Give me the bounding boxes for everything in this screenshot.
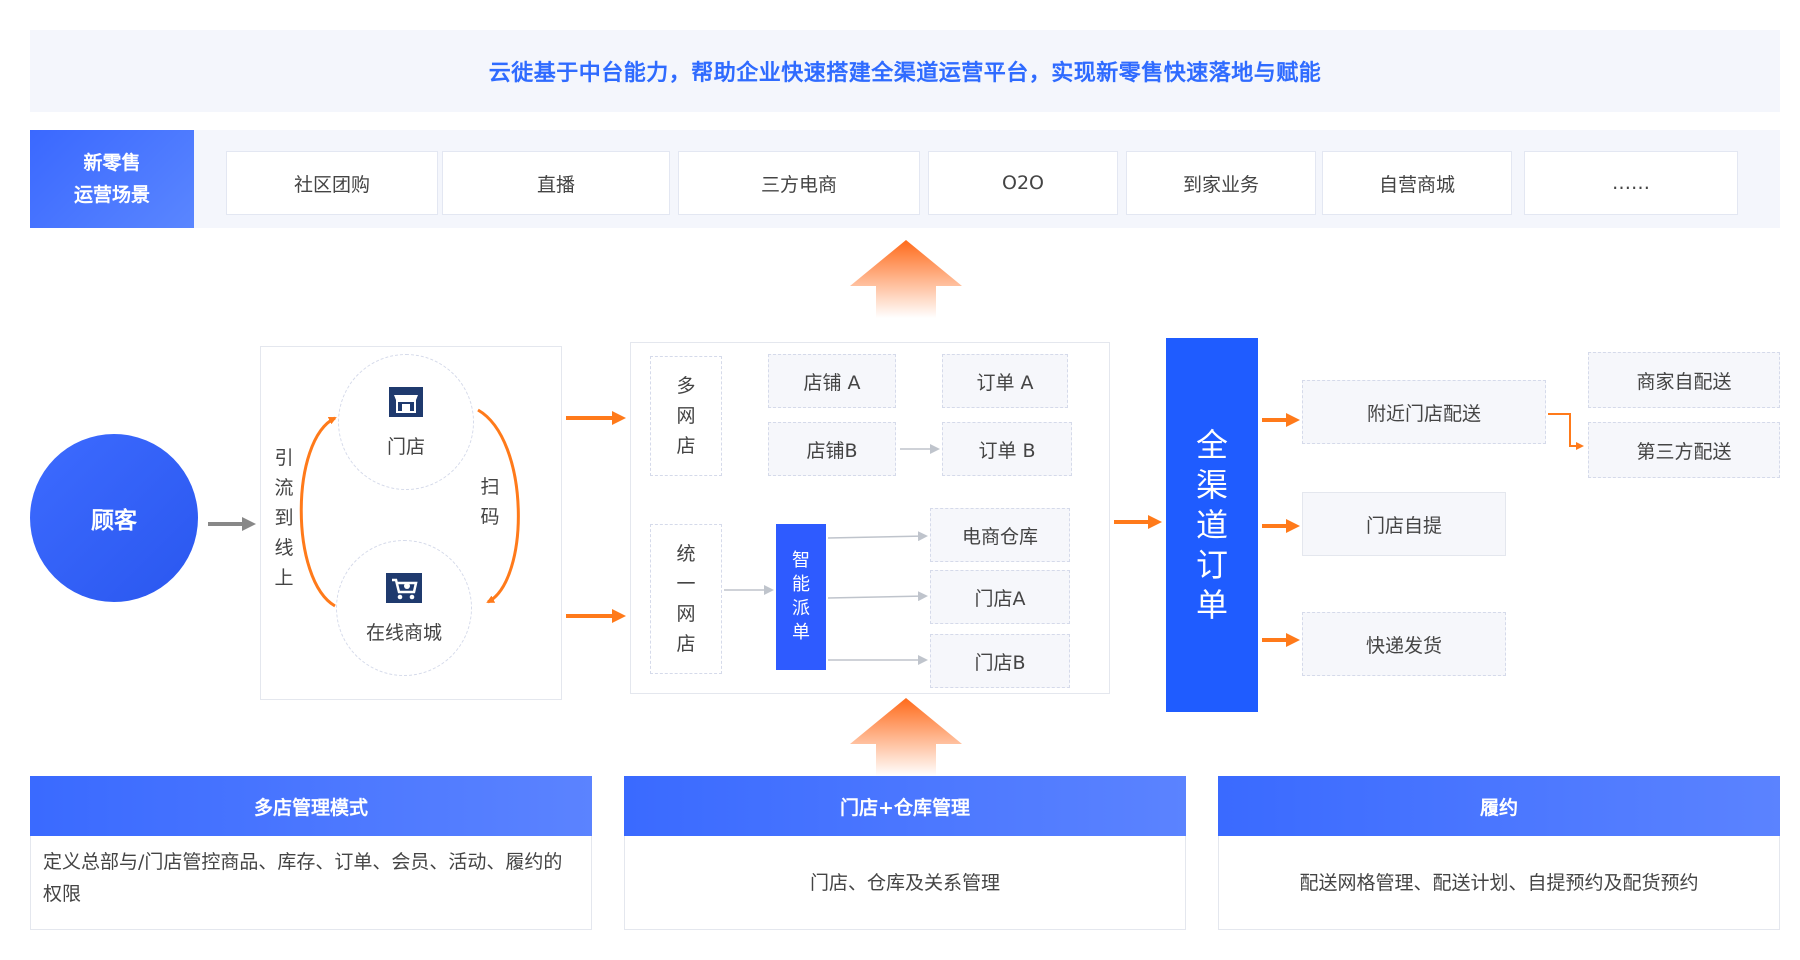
multi-shop-box: 多 网 店 (650, 356, 722, 476)
store-warehouse-desc: 门店、仓库及关系管理 (624, 836, 1186, 930)
scenario-label: 新零售 运营场景 (30, 130, 194, 228)
order-b-node: 订单 B (942, 422, 1072, 476)
unified-char: 统 (676, 543, 696, 565)
order-char: 订 (1195, 546, 1228, 584)
scenario-item: …… (1524, 151, 1738, 215)
nearby-store-delivery-node: 附近门店配送 (1302, 380, 1546, 444)
multi-char: 网 (676, 405, 696, 427)
scan-code-label: 扫 码 (472, 470, 508, 534)
guide-online-arc (299, 416, 337, 608)
up-arrow-top (850, 240, 962, 318)
third-party-delivery-node: 第三方配送 (1588, 422, 1780, 478)
smart-dispatch-node: 智 能 派 单 (776, 524, 826, 670)
order-char: 渠 (1195, 466, 1228, 504)
scenario-item: 三方电商 (678, 151, 920, 215)
guide-char: 上 (274, 567, 294, 589)
order-a-node: 订单 A (942, 354, 1068, 408)
store-pickup-node: 门店自提 (1302, 492, 1506, 556)
dispatch-char: 单 (792, 622, 810, 643)
multi-store-mode-desc: 定义总部与/门店管控商品、库存、订单、会员、活动、履约的权限 (30, 836, 592, 930)
dispatch-to-warehouse-arrow (827, 531, 928, 542)
dispatch-to-store-a-arrow (827, 591, 928, 602)
nearby-to-third-party-arrow (1548, 413, 1584, 450)
multi-char: 多 (676, 375, 696, 397)
store-b-node: 门店B (930, 634, 1070, 688)
order-char: 道 (1195, 506, 1228, 544)
multi-char: 店 (676, 435, 696, 457)
guide-char: 到 (274, 507, 294, 529)
shop-b-node: 店铺B (768, 422, 896, 476)
scan-code-arc (477, 408, 520, 604)
customer-node: 顾客 (30, 434, 198, 602)
storefront-icon (388, 386, 424, 418)
scenario-item: O2O (928, 151, 1118, 215)
online-mall-node: 在线商城 (336, 540, 472, 676)
store-warehouse-header: 门店+仓库管理 (624, 776, 1186, 836)
fulfillment-desc: 配送网格管理、配送计划、自提预约及配货预约 (1218, 836, 1780, 930)
page-banner-title: 云徙基于中台能力，帮助企业快速搭建全渠道运营平台，实现新零售快速落地与赋能 (30, 30, 1780, 112)
guide-online-label: 引 流 到 线 上 (266, 440, 302, 596)
scenario-label-line1: 新零售 (83, 152, 141, 174)
order-char: 单 (1195, 586, 1228, 624)
merchant-delivery-node: 商家自配送 (1588, 352, 1780, 408)
unified-shop-box: 统 一 网 店 (650, 524, 722, 674)
scenario-label-line2: 运营场景 (73, 184, 150, 206)
dispatch-char: 智 (792, 550, 810, 571)
scan-char: 码 (480, 506, 500, 528)
up-arrow-mid (850, 698, 962, 776)
customer-label: 顾客 (91, 508, 137, 534)
shop-a-node: 店铺 A (768, 354, 896, 408)
store-label: 门店 (386, 435, 425, 458)
guide-char: 流 (274, 477, 294, 499)
shopping-cart-icon (384, 572, 424, 604)
ecommerce-warehouse-node: 电商仓库 (930, 508, 1070, 562)
express-delivery-node: 快递发货 (1302, 612, 1506, 676)
unified-char: 一 (676, 573, 696, 595)
guide-char: 引 (274, 447, 294, 469)
scan-char: 扫 (480, 476, 500, 498)
store-a-node: 门店A (930, 570, 1070, 624)
guide-char: 线 (274, 537, 294, 559)
unified-char: 网 (676, 603, 696, 625)
scenario-item: 自营商城 (1322, 151, 1512, 215)
order-char: 全 (1195, 426, 1228, 464)
multi-store-mode-header: 多店管理模式 (30, 776, 592, 836)
unified-char: 店 (676, 633, 696, 655)
scenario-item: 直播 (442, 151, 670, 215)
all-channel-order-node: 全 渠 道 订 单 (1166, 338, 1258, 712)
scenario-item: 社区团购 (226, 151, 438, 215)
dispatch-char: 能 (792, 574, 810, 595)
store-node: 门店 (338, 354, 474, 490)
scenario-item: 到家业务 (1126, 151, 1316, 215)
fulfillment-header: 履约 (1218, 776, 1780, 836)
dispatch-char: 派 (792, 598, 810, 619)
online-mall-label: 在线商城 (365, 621, 442, 644)
